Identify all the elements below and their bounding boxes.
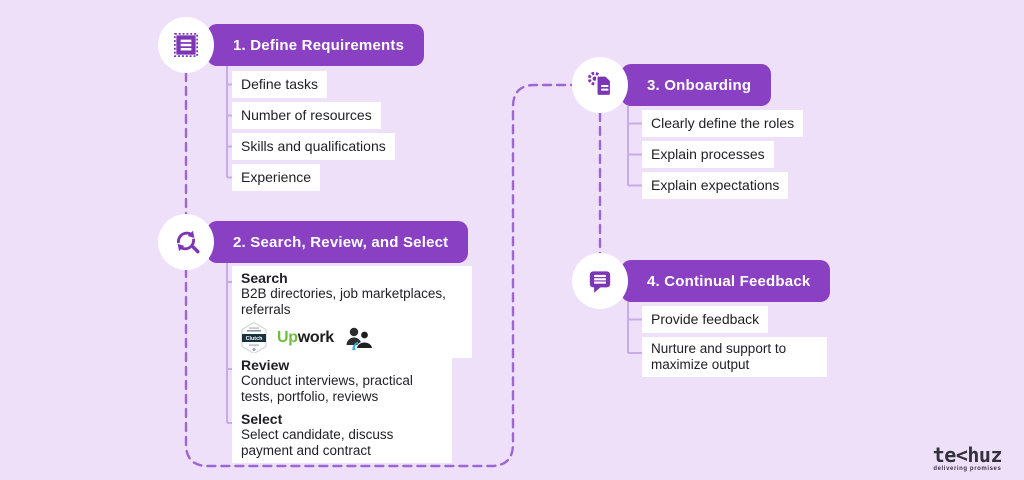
item-text: Provide feedback <box>651 311 760 327</box>
item-heading: Select <box>241 411 283 427</box>
team-icon <box>346 327 373 350</box>
step2-title: 2. Search, Review, and Select <box>233 233 449 251</box>
svg-text:Clutch: Clutch <box>246 336 263 342</box>
item-text: Explain processes <box>651 146 765 162</box>
step2-icon-circle <box>158 214 214 270</box>
clutch-badge-logo: Clutch <box>241 322 267 354</box>
item-text: Conduct interviews, practical tests, por… <box>241 373 413 404</box>
step2-header: 2. Search, Review, and Select <box>207 221 469 263</box>
list-item: Explain expectations <box>642 172 789 199</box>
list-item-select: Select Select candidate, discuss payment… <box>232 407 452 463</box>
step1-icon-circle <box>158 17 214 73</box>
step3-title: 3. Onboarding <box>647 76 752 94</box>
list-item: Explain processes <box>642 141 774 168</box>
item-text: Define tasks <box>241 76 319 92</box>
list-item: Experience <box>232 164 321 191</box>
upwork-logo: Upwork <box>277 329 334 346</box>
step4-header: 4. Continual Feedback <box>621 260 831 302</box>
list-item: Provide feedback <box>642 306 769 333</box>
document-gear-icon <box>587 71 612 97</box>
step1-title: 1. Define Requirements <box>233 36 405 54</box>
item-text: Nurture and support to maximize output <box>651 341 787 372</box>
item-text: B2B directories, job marketplaces, refer… <box>241 286 446 317</box>
list-item: Nurture and support to maximize output <box>642 337 827 377</box>
dashed-path-main <box>184 43 602 468</box>
item-text: Explain expectations <box>651 177 780 193</box>
chat-bubble-icon <box>589 271 611 293</box>
search-refresh-icon <box>177 230 200 254</box>
list-item-review: Review Conduct interviews, practical tes… <box>232 353 452 409</box>
list-item: Skills and qualifications <box>232 133 395 160</box>
techuz-tagline: delivering promises <box>933 466 1002 472</box>
step4-title: 4. Continual Feedback <box>647 272 811 290</box>
list-item-search: Search B2B directories, job marketplaces… <box>232 266 472 358</box>
item-text: Select candidate, discuss payment and co… <box>241 427 394 458</box>
item-heading: Review <box>241 357 290 373</box>
step1-header: 1. Define Requirements <box>207 24 425 66</box>
item-text: Number of resources <box>241 107 372 123</box>
list-item: Number of resources <box>232 102 381 129</box>
logo-row: Clutch Upwork <box>241 322 463 354</box>
step3-header: 3. Onboarding <box>621 64 772 106</box>
list-item: Define tasks <box>232 71 328 98</box>
techuz-logo-text: te<huz <box>932 443 1003 467</box>
techuz-logo: te<huz delivering promises <box>932 443 1003 472</box>
step4-icon-circle <box>572 253 628 309</box>
item-heading: Search <box>241 270 288 286</box>
step3-icon-circle <box>572 57 628 113</box>
list-stamp-icon <box>173 32 198 57</box>
list-item: Clearly define the roles <box>642 110 804 137</box>
item-text: Experience <box>241 169 312 185</box>
item-text: Clearly define the roles <box>651 115 795 131</box>
item-text: Skills and qualifications <box>241 138 386 154</box>
